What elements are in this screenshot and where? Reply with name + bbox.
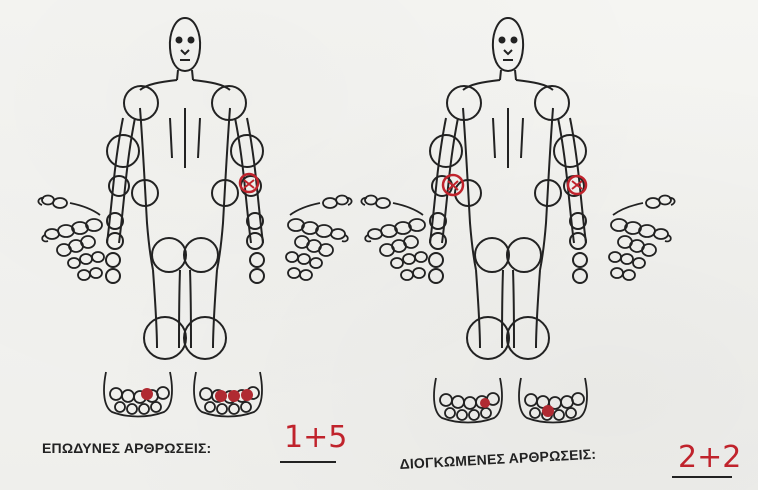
tender-joints-label: ΕΠΩΔΥΝΕΣ ΑΡΘΡΩΣΕΙΣ: xyxy=(42,440,211,456)
swollen-joint-mark xyxy=(542,405,554,417)
tender-joint-mark xyxy=(141,388,153,400)
right-body-diagram xyxy=(361,18,674,423)
swollen-joint-mark xyxy=(480,398,490,408)
tender-joint-mark xyxy=(215,390,227,402)
swollen-joints-value: 2+2 xyxy=(678,440,741,475)
tender-joint-mark xyxy=(228,390,240,402)
tender-joint-mark xyxy=(241,389,253,401)
tender-joints-value: 1+5 xyxy=(284,420,347,455)
left-body-diagram xyxy=(38,18,351,417)
